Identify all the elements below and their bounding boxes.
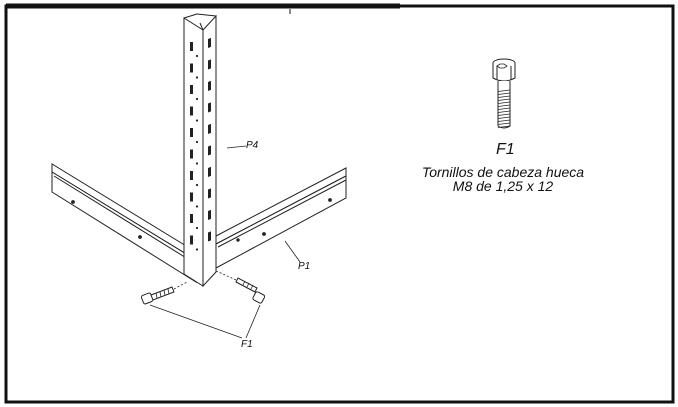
post-slot <box>208 37 211 48</box>
label-beam-p1: P1 <box>298 261 311 272</box>
left-beam <box>51 163 197 283</box>
screw-threads <box>497 89 511 128</box>
thread-line <box>497 122 511 125</box>
post-hole <box>195 97 199 101</box>
thread-line <box>497 89 511 92</box>
post-hole <box>195 226 199 230</box>
thread-line <box>497 104 511 107</box>
socket-screw-detail <box>492 58 516 129</box>
post-slot <box>190 106 193 116</box>
diagram-frame <box>4 3 675 404</box>
label-screw-detail-f1: F1 <box>496 141 515 158</box>
thread-line <box>497 110 511 113</box>
post-hole <box>195 140 199 144</box>
post-slot <box>208 123 211 134</box>
post-slot <box>208 102 211 113</box>
post-hole <box>195 54 199 58</box>
label-screws-f1: F1 <box>241 339 253 350</box>
post-slot <box>190 85 193 94</box>
post-slot <box>190 42 193 51</box>
thread-line <box>497 119 511 122</box>
post-hole <box>195 119 199 122</box>
post-slot <box>190 214 193 223</box>
post-slot <box>190 149 193 159</box>
caption-line-1: Tornillos de cabeza hueca <box>421 164 585 180</box>
thread-line <box>497 101 511 104</box>
thread-line <box>497 116 511 119</box>
post-slot <box>208 188 211 199</box>
post-slot <box>190 63 193 73</box>
label-post-p4: P4 <box>246 140 259 151</box>
post-slot <box>190 171 193 180</box>
screw-left <box>140 286 175 305</box>
screw-right <box>235 277 266 304</box>
thread-line <box>497 95 511 98</box>
screw-caption: Tornillos de cabeza hueca M8 de 1,25 x 1… <box>388 165 618 193</box>
post-slot <box>208 231 211 242</box>
post-slot <box>208 59 211 70</box>
post-slot <box>190 192 193 202</box>
post-slot <box>208 209 211 220</box>
upright-post <box>183 13 217 288</box>
post-hole <box>195 183 199 187</box>
post-slot <box>208 166 211 177</box>
post-slot <box>208 145 211 156</box>
right-beam <box>215 167 347 269</box>
thread-line <box>497 98 511 101</box>
thread-line <box>497 125 511 128</box>
post-slot <box>190 235 193 245</box>
post-hole <box>195 248 199 251</box>
post-hole <box>195 76 199 79</box>
thread-line <box>497 92 511 95</box>
post-holes <box>190 37 211 251</box>
caption-line-2: M8 de 1,25 x 12 <box>452 178 554 194</box>
screw-guide-lines <box>149 145 301 339</box>
post-hole <box>195 205 199 208</box>
thread-line <box>497 113 511 116</box>
post-slot <box>190 128 193 137</box>
thread-line <box>497 107 511 110</box>
post-slot <box>208 80 211 91</box>
post-hole <box>195 162 199 165</box>
